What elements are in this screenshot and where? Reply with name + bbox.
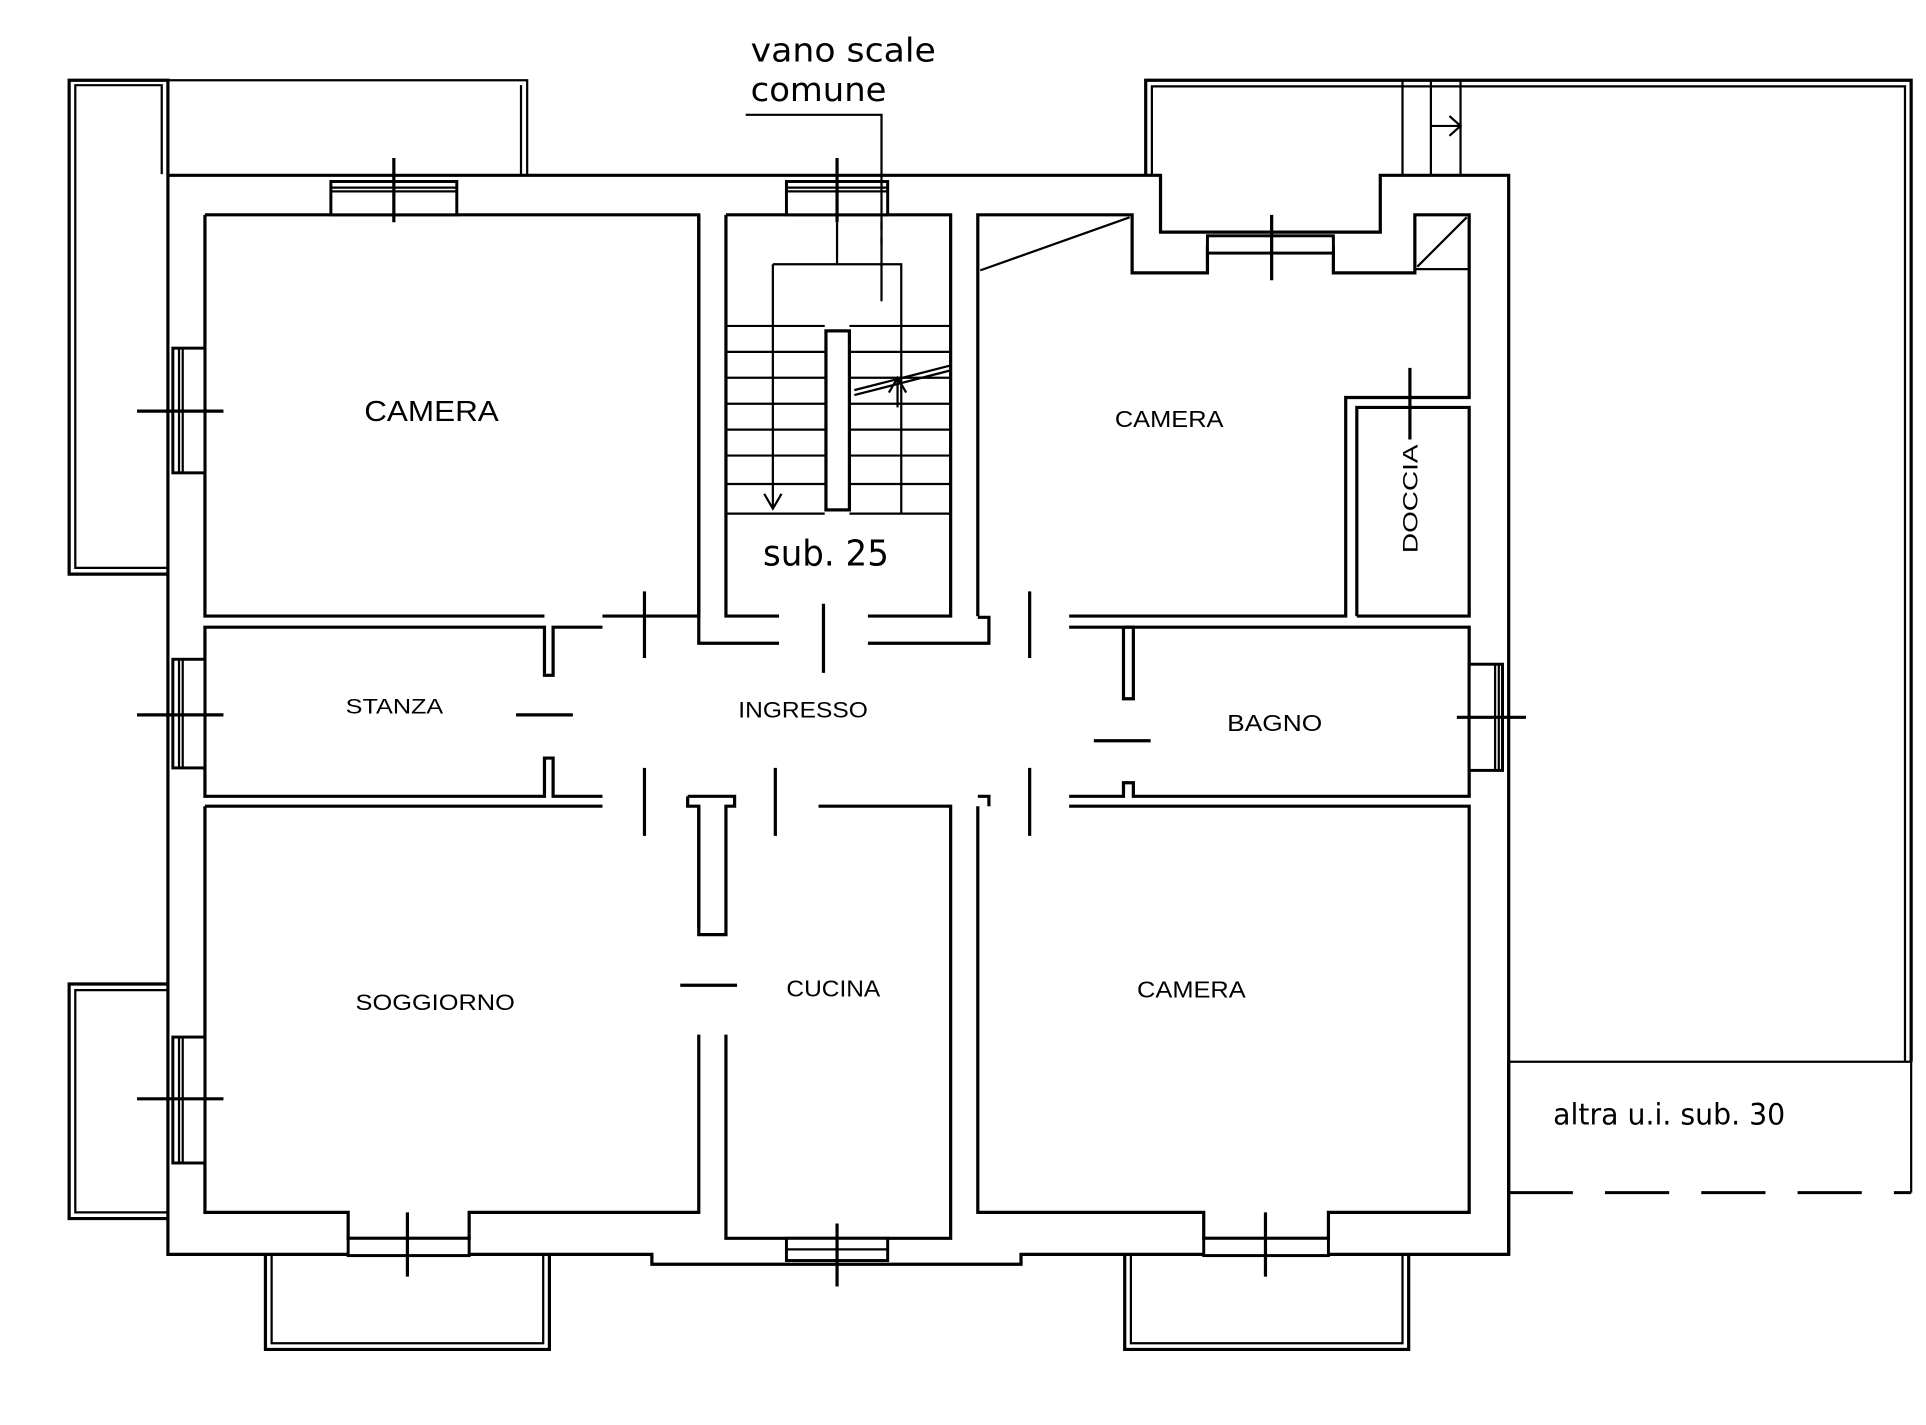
- room-label-doccia: DOCCIA: [1399, 444, 1422, 553]
- common-stair-label-line2: comune: [751, 70, 887, 109]
- balcony-south-left: [263, 1254, 552, 1352]
- room-label-camera-northwest: CAMERA: [364, 396, 499, 428]
- room-label-camera-northeast: CAMERA: [1115, 406, 1224, 432]
- balcony-south-right: [1123, 1254, 1411, 1352]
- sub-number-label: sub. 25: [763, 533, 889, 574]
- storage-diagonals: [979, 213, 1471, 272]
- room-label-camera-southeast: CAMERA: [1137, 977, 1246, 1003]
- room-label-bagno: BAGNO: [1227, 710, 1322, 736]
- balcony-northwest: [67, 78, 529, 576]
- room-label-ingresso: INGRESSO: [738, 697, 868, 722]
- staircase: [725, 222, 951, 515]
- stair-leader: [745, 113, 883, 302]
- other-unit-boundary: [1507, 1061, 1913, 1255]
- room-label-soggiorno: SOGGIORNO: [356, 990, 515, 1015]
- door-marks: [516, 591, 1151, 987]
- common-stair-label-line1: vano scale: [751, 31, 936, 70]
- exterior-walls: [166, 173, 1511, 1266]
- terrace-east: [1144, 78, 1913, 1063]
- windows: [137, 158, 1526, 1287]
- room-label-stanza: STANZA: [346, 696, 444, 719]
- room-label-cucina: CUCINA: [786, 975, 880, 1001]
- balcony-southwest: [67, 982, 168, 1221]
- other-unit-label: altra u.i. sub. 30: [1553, 1097, 1785, 1132]
